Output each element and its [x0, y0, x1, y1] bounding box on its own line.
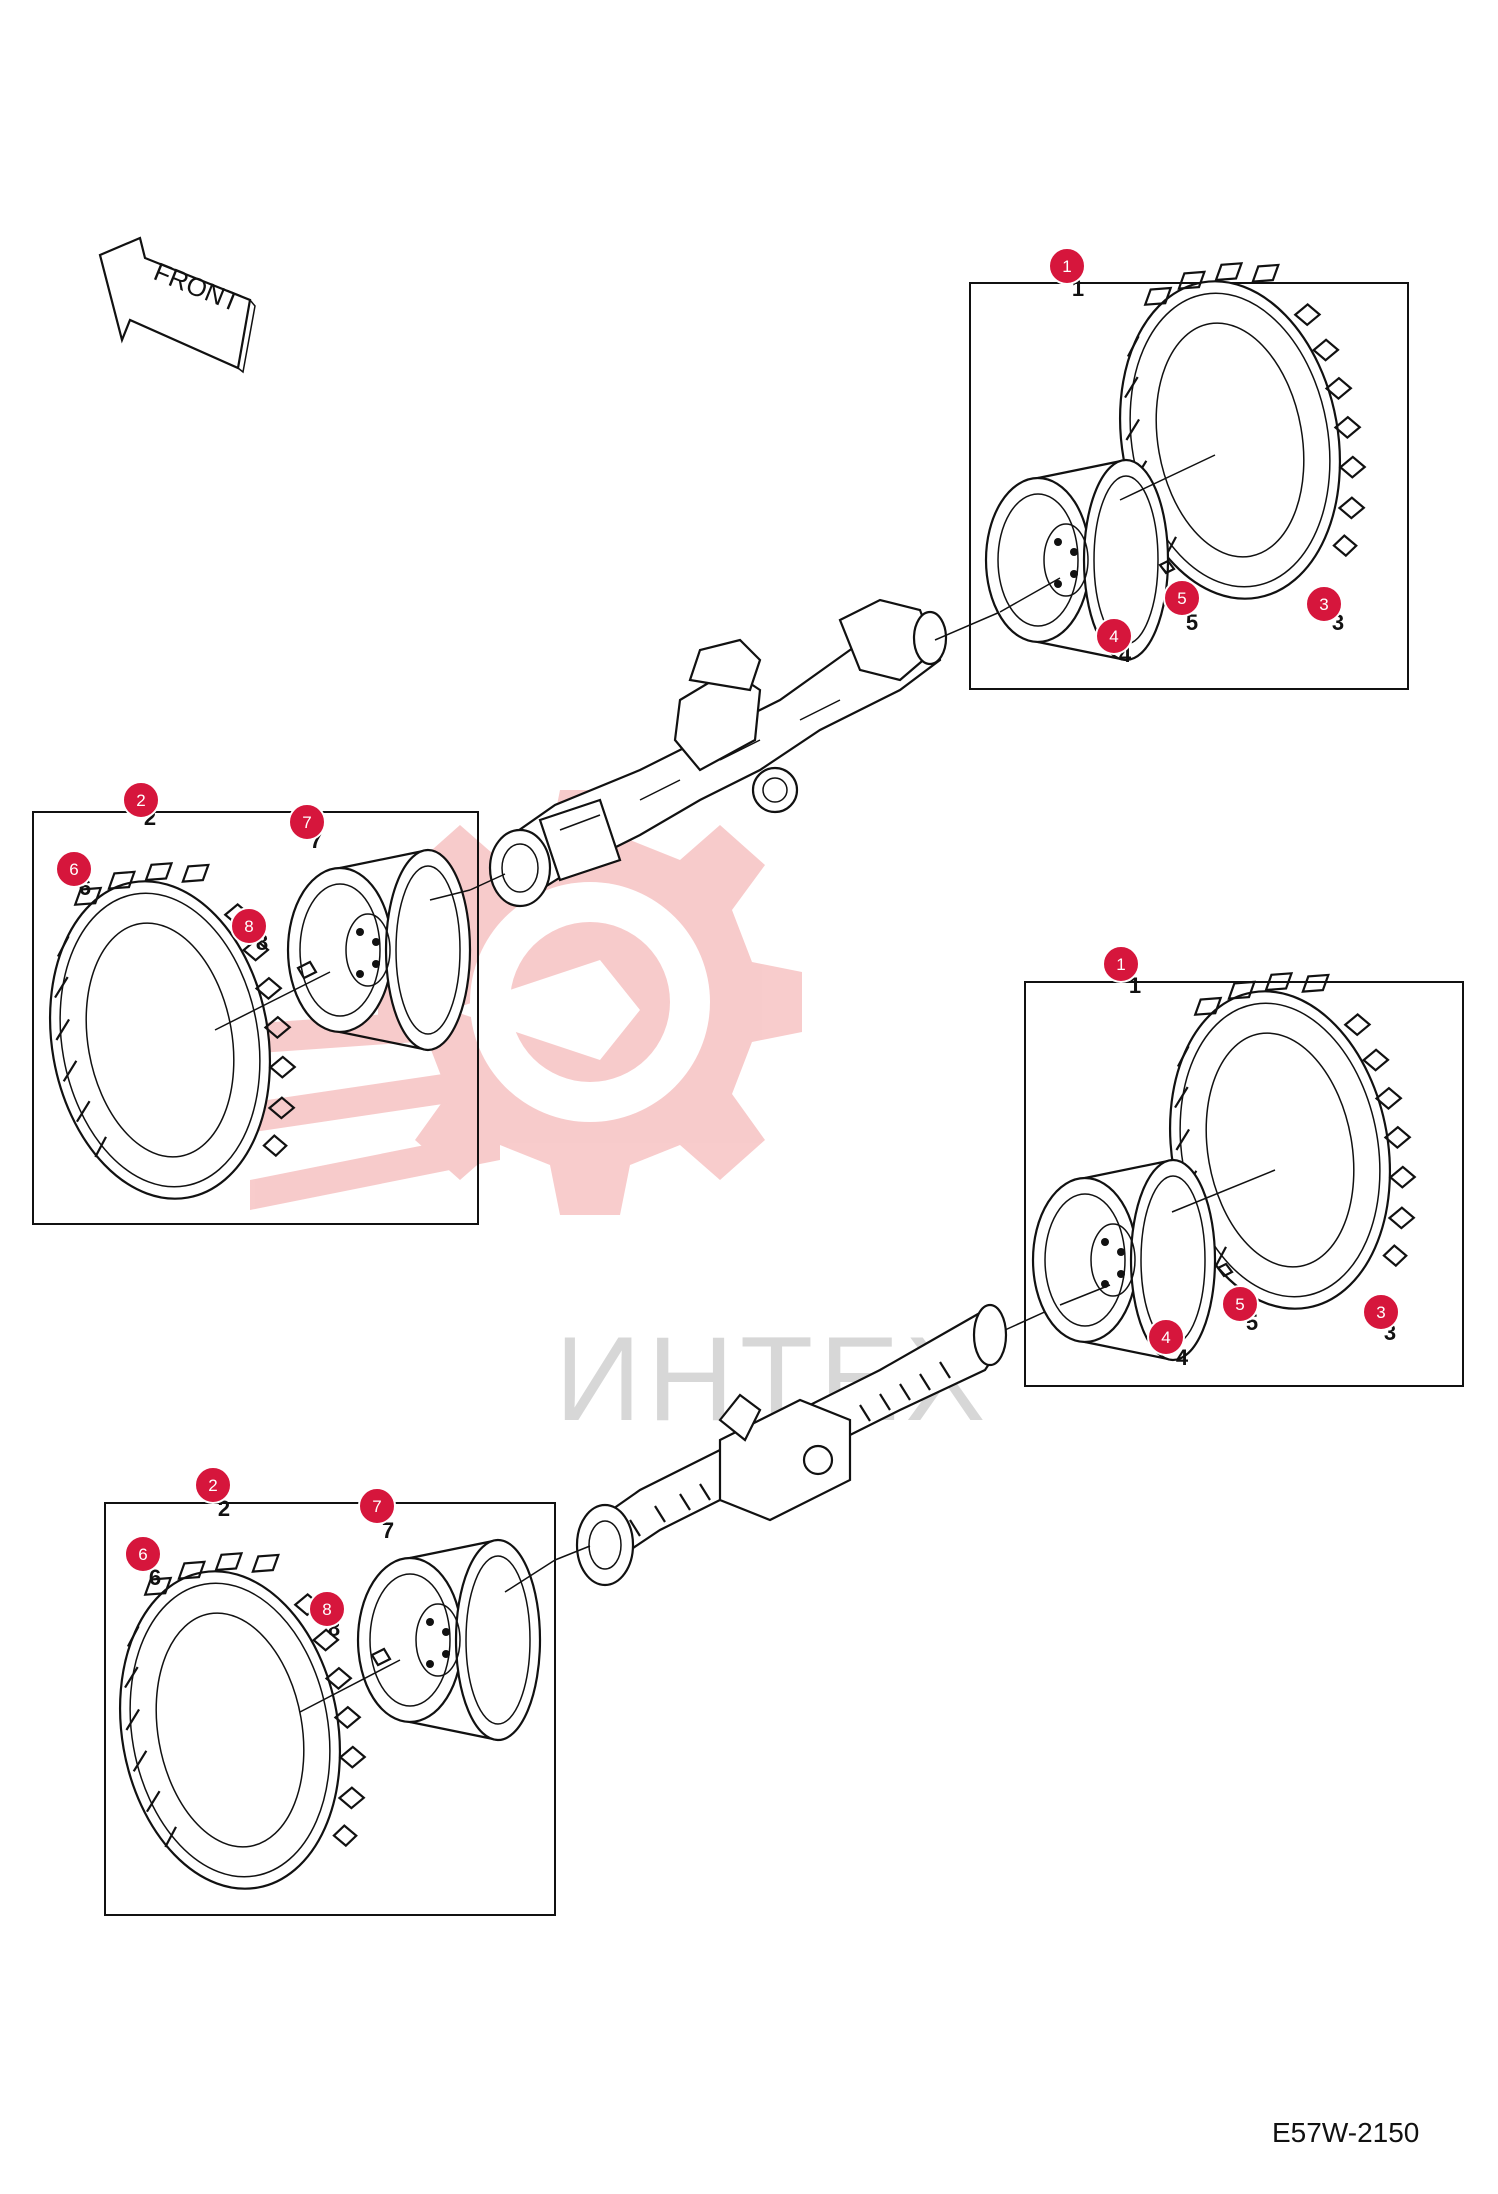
callout-badge[interactable]: 1	[1102, 945, 1140, 983]
item-number-4: 4	[1176, 1345, 1189, 1370]
drawing-code: E57W-2150	[1272, 2117, 1419, 2148]
item-number-5: 5	[1186, 610, 1198, 635]
svg-text:3: 3	[1319, 595, 1328, 614]
item-number-7: 7	[382, 1518, 394, 1543]
front-arrow-label: FRONT	[150, 256, 244, 317]
callout-badges: 1 3 4 5 2 6 7 8 1 3 4 5 2 6 7 8	[55, 247, 1400, 1628]
rear-right-rim	[1031, 1158, 1217, 1362]
rear-left-rim	[356, 1538, 542, 1742]
callout-badge[interactable]: 3	[1305, 585, 1343, 623]
rear-axle	[554, 1303, 1061, 1587]
callout-badge[interactable]: 6	[55, 850, 93, 888]
item-number-6: 6	[149, 1565, 161, 1590]
callout-badge[interactable]: 1	[1048, 247, 1086, 285]
svg-text:1: 1	[1062, 257, 1071, 276]
svg-text:8: 8	[244, 917, 253, 936]
rear-right-valve	[1216, 1262, 1234, 1278]
front-axle	[469, 598, 1001, 908]
callout-badge[interactable]: 7	[288, 803, 326, 841]
svg-text:4: 4	[1161, 1328, 1170, 1347]
svg-text:1: 1	[1116, 955, 1125, 974]
svg-text:5: 5	[1177, 589, 1186, 608]
svg-text:2: 2	[136, 791, 145, 810]
callout-badge[interactable]: 7	[358, 1487, 396, 1525]
callout-badge[interactable]: 4	[1095, 617, 1133, 655]
svg-text:3: 3	[1376, 1303, 1385, 1322]
svg-text:7: 7	[372, 1497, 381, 1516]
front-left-wheel-box	[32, 811, 479, 1225]
svg-text:4: 4	[1109, 627, 1118, 646]
rear-left-leader-lines	[299, 1559, 556, 1713]
callout-badge[interactable]: 4	[1147, 1318, 1185, 1356]
svg-text:7: 7	[302, 813, 311, 832]
front-right-wheel-box	[969, 282, 1409, 690]
callout-badge[interactable]: 3	[1362, 1293, 1400, 1331]
front-left-leader-lines	[214, 889, 471, 1031]
callout-badge[interactable]: 5	[1221, 1285, 1259, 1323]
svg-text:6: 6	[69, 860, 78, 879]
callout-badge[interactable]: 2	[194, 1466, 232, 1504]
callout-badge[interactable]: 2	[122, 781, 160, 819]
front-left-valve	[296, 960, 318, 980]
svg-text:8: 8	[322, 1600, 331, 1619]
svg-text:5: 5	[1235, 1295, 1244, 1314]
callout-badge[interactable]: 5	[1163, 579, 1201, 617]
front-arrow: FRONT	[98, 236, 256, 374]
callout-badge[interactable]: 8	[230, 907, 268, 945]
watermark-logo	[160, 790, 802, 1215]
rear-left-wheel-box	[104, 1502, 556, 1916]
svg-text:6: 6	[138, 1545, 147, 1564]
callout-badge[interactable]: 8	[308, 1590, 346, 1628]
callout-badge[interactable]: 6	[124, 1535, 162, 1573]
rear-left-tire	[92, 1534, 387, 1908]
front-right-valve	[1158, 559, 1176, 575]
rear-left-valve	[370, 1647, 392, 1667]
svg-text:2: 2	[208, 1476, 217, 1495]
